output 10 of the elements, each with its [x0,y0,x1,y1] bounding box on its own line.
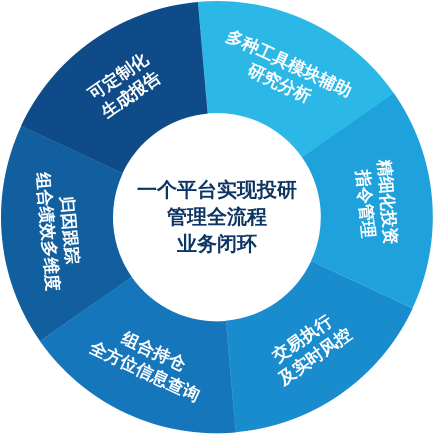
center-label: 一个平台实现投研管理全流程业务闭环 [137,176,297,258]
ring-segment [198,1,394,158]
segment-label: 多种工具模块辅助研究分析 [222,25,355,110]
ring-segment [21,2,208,174]
segment-label: 归因跟踪组合绩效多维度 [30,170,82,292]
segment-label: 交易执行及实时风控 [268,310,356,390]
segment-label: 组合持仓全方位信息查询 [86,328,204,408]
segment-label: 可定制化生成报告 [84,48,166,124]
ring-segment [226,260,413,432]
segment-label: 精细化投资指令管理 [352,158,402,248]
